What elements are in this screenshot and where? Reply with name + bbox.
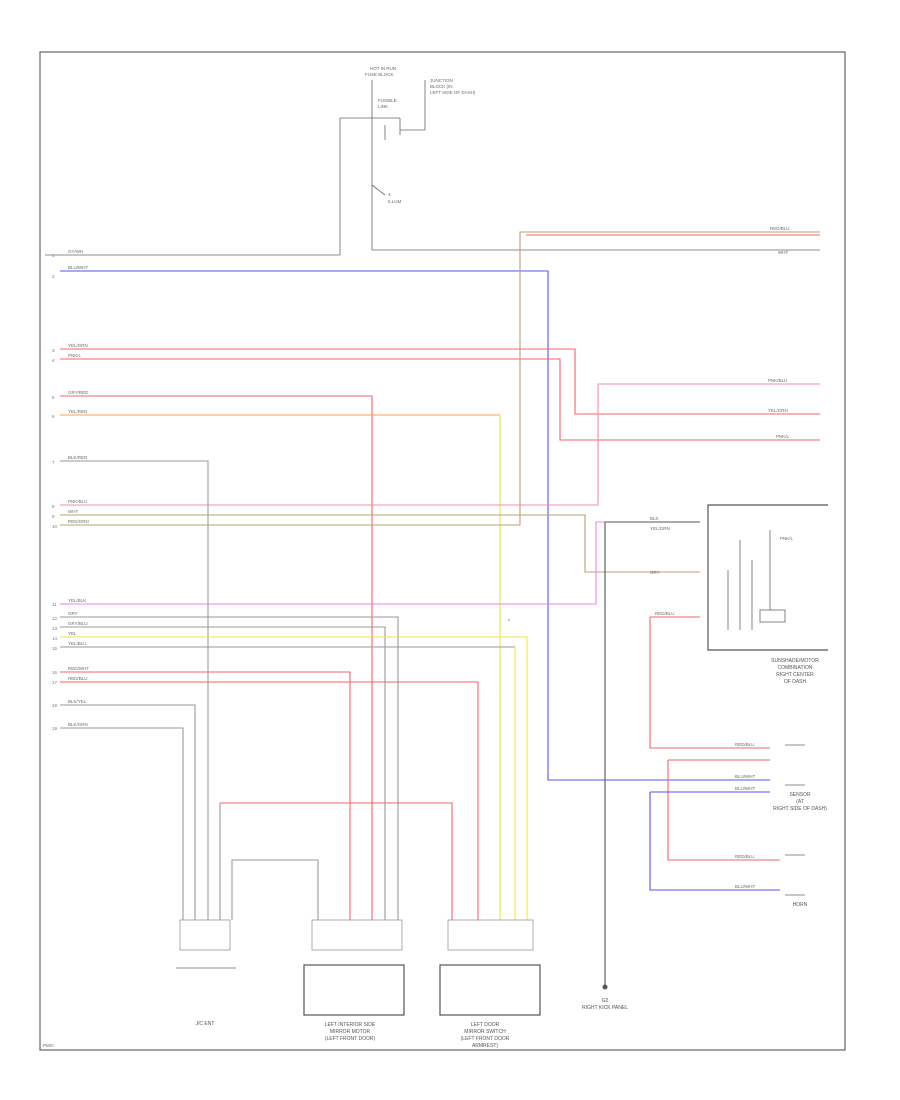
right-label-r13: BLU/WHT bbox=[735, 786, 756, 791]
top-switch-sub: FUSE BLOCK bbox=[365, 72, 394, 77]
pin-9: 9 bbox=[52, 514, 55, 519]
wire-label-w17: RED/BLU bbox=[68, 676, 88, 681]
fuse-note-2: LINK bbox=[378, 104, 388, 109]
pin-15: 15 bbox=[52, 646, 58, 651]
pin-2: 2 bbox=[52, 274, 55, 279]
wire-label-w9: WHT bbox=[68, 509, 78, 514]
wire-label-w14: YEL bbox=[68, 631, 77, 636]
top-switch-title: HOT IN RUN bbox=[370, 66, 396, 71]
left-pin-column: 1 2 3 4 5 6 7 8 9 10 11 12 13 14 15 16 1… bbox=[52, 253, 58, 731]
mid-module-line3: (LEFT FRONT DOOR bbox=[461, 1036, 510, 1042]
wire-label-w1: GY/WH bbox=[68, 249, 83, 254]
relay-label-2: ILLUM bbox=[388, 199, 402, 204]
jc-ent-connector: J/C ENT bbox=[176, 919, 236, 1027]
sunshade-motor-module: SUNSHADE/MOTOR COMBINATION RIGHT CENTER … bbox=[707, 504, 828, 685]
right-label-r3: PNK/BLU bbox=[768, 378, 787, 383]
left-module-line2: MIRROR MOTOR bbox=[330, 1029, 371, 1035]
left-door-mirror-switch: LEFT DOOR MIRROR SWITCH (LEFT FRONT DOOR… bbox=[439, 919, 541, 1049]
junction-line2: BLOCK (IN bbox=[430, 84, 453, 89]
right-label-r5: PNK/L bbox=[776, 434, 790, 439]
pin-11: 11 bbox=[52, 602, 57, 607]
right-label-r7: YEL/GRN bbox=[650, 526, 670, 531]
sensor-component: SENSOR (AT RIGHT SIDE OF DASH) HORN bbox=[773, 744, 827, 908]
horn-label: HORN bbox=[793, 902, 808, 908]
pin-10: 10 bbox=[52, 524, 58, 529]
fuse-note-1: FUSIBLE bbox=[378, 98, 397, 103]
pin-18: 18 bbox=[52, 703, 58, 708]
pin-6: 6 bbox=[52, 414, 55, 419]
junction-title: JUNCTION bbox=[430, 78, 453, 83]
pin-16: 16 bbox=[52, 670, 58, 675]
mid-module-line4: ARMREST) bbox=[472, 1043, 498, 1049]
wire-label-w8: PNK/BLU bbox=[68, 499, 87, 504]
pin-3: 3 bbox=[52, 348, 55, 353]
right-labels: RED/BLU WHT PNK/BLU YEL/GRN PNK/L BLK YE… bbox=[650, 226, 794, 889]
wire-label-w16: RED/WHT bbox=[68, 666, 89, 671]
diagram-frame bbox=[39, 51, 846, 1051]
wire-label-w5: GRY/RED bbox=[68, 390, 89, 395]
right-module-line2: COMBINATION bbox=[778, 665, 813, 671]
right-label-r11: RED/BLU bbox=[735, 742, 755, 747]
right-label-r2: WHT bbox=[778, 250, 788, 255]
right-label-r1: RED/BLU bbox=[770, 226, 790, 231]
wire-label-w10: RED/GRN bbox=[68, 519, 89, 524]
pin-1: 1 bbox=[52, 253, 55, 258]
wire-label-w2: BLU/WHT bbox=[68, 265, 89, 270]
pin-4: 4 bbox=[52, 358, 55, 363]
pin-13: 13 bbox=[52, 626, 58, 631]
left-module-line1: LEFT INTERIOR SIDE bbox=[325, 1022, 376, 1028]
sensor-label-1: SENSOR bbox=[789, 792, 811, 798]
right-label-r4: YEL/GRN bbox=[768, 408, 788, 413]
wire-label-w13: GRY/BLU bbox=[68, 621, 88, 626]
left-module-line3: (LEFT FRONT DOOR) bbox=[325, 1036, 376, 1042]
wire-label-w19: BLK/GRN bbox=[68, 722, 88, 727]
junction-line3: LEFT SIDE OF DASH) bbox=[430, 90, 476, 95]
relay-label: 4 bbox=[388, 192, 391, 197]
wire-label-w11: YEL/BLK bbox=[68, 598, 86, 603]
pin-14: 14 bbox=[52, 636, 58, 641]
wire-label-w7: BLK/RED bbox=[68, 455, 88, 460]
right-label-r6: BLK bbox=[650, 516, 659, 521]
ground-label-2: RIGHT KICK PANEL bbox=[582, 1005, 628, 1011]
wire-label-w3: YEL/GRN bbox=[68, 343, 88, 348]
left-mirror-motor: LEFT INTERIOR SIDE MIRROR MOTOR (LEFT FR… bbox=[303, 919, 405, 1042]
wire-label-w18: BLK/YEL bbox=[68, 699, 87, 704]
pin-17: 17 bbox=[52, 680, 58, 685]
mid-module-line1: LEFT DOOR bbox=[471, 1022, 500, 1028]
mid-module-line2: MIRROR SWITCH bbox=[464, 1029, 506, 1035]
right-label-r9: PNK/L bbox=[780, 536, 794, 541]
pin-8: 8 bbox=[52, 504, 55, 509]
sensor-label-3: RIGHT SIDE OF DASH) bbox=[773, 806, 827, 812]
connector-label: J/C ENT bbox=[196, 1021, 215, 1027]
pin-12: 12 bbox=[52, 616, 58, 621]
right-module-line1: SUNSHADE/MOTOR bbox=[771, 658, 819, 664]
right-label-r8: GRY bbox=[650, 570, 660, 575]
wire-harness: BLU/WHT YEL/GRN PNK/L GRY/RED YEL/RED BL… bbox=[60, 231, 820, 990]
right-module-line4: OF DASH bbox=[784, 679, 807, 685]
right-module-line3: RIGHT CENTER bbox=[776, 672, 814, 678]
wire-label-w12: GRY bbox=[68, 611, 78, 616]
footer-code: PM/C bbox=[43, 1043, 55, 1048]
wire-label-w15: YEL/BLU bbox=[68, 641, 87, 646]
pin-5: 5 bbox=[52, 395, 55, 400]
top-switch-assembly: HOT IN RUN FUSE BLOCK FUSIBLE LINK JUNCT… bbox=[45, 66, 820, 256]
ground-label-1: G2 bbox=[602, 998, 609, 1004]
right-label-r15: BLU/WHT bbox=[735, 884, 756, 889]
right-label-r14: RED/BLU bbox=[735, 854, 755, 859]
wire-label-w6: YEL/RED bbox=[68, 409, 88, 414]
wire-label-w4: PNK/L bbox=[68, 353, 82, 358]
right-label-r10: RED/BLU bbox=[655, 611, 675, 616]
sensor-label-2: (AT bbox=[796, 799, 804, 805]
right-label-r12: BLU/WHT bbox=[735, 774, 756, 779]
pin-7: 7 bbox=[52, 460, 55, 465]
pin-19: 19 bbox=[52, 726, 58, 731]
ground-point: G2 RIGHT KICK PANEL bbox=[582, 998, 628, 1011]
